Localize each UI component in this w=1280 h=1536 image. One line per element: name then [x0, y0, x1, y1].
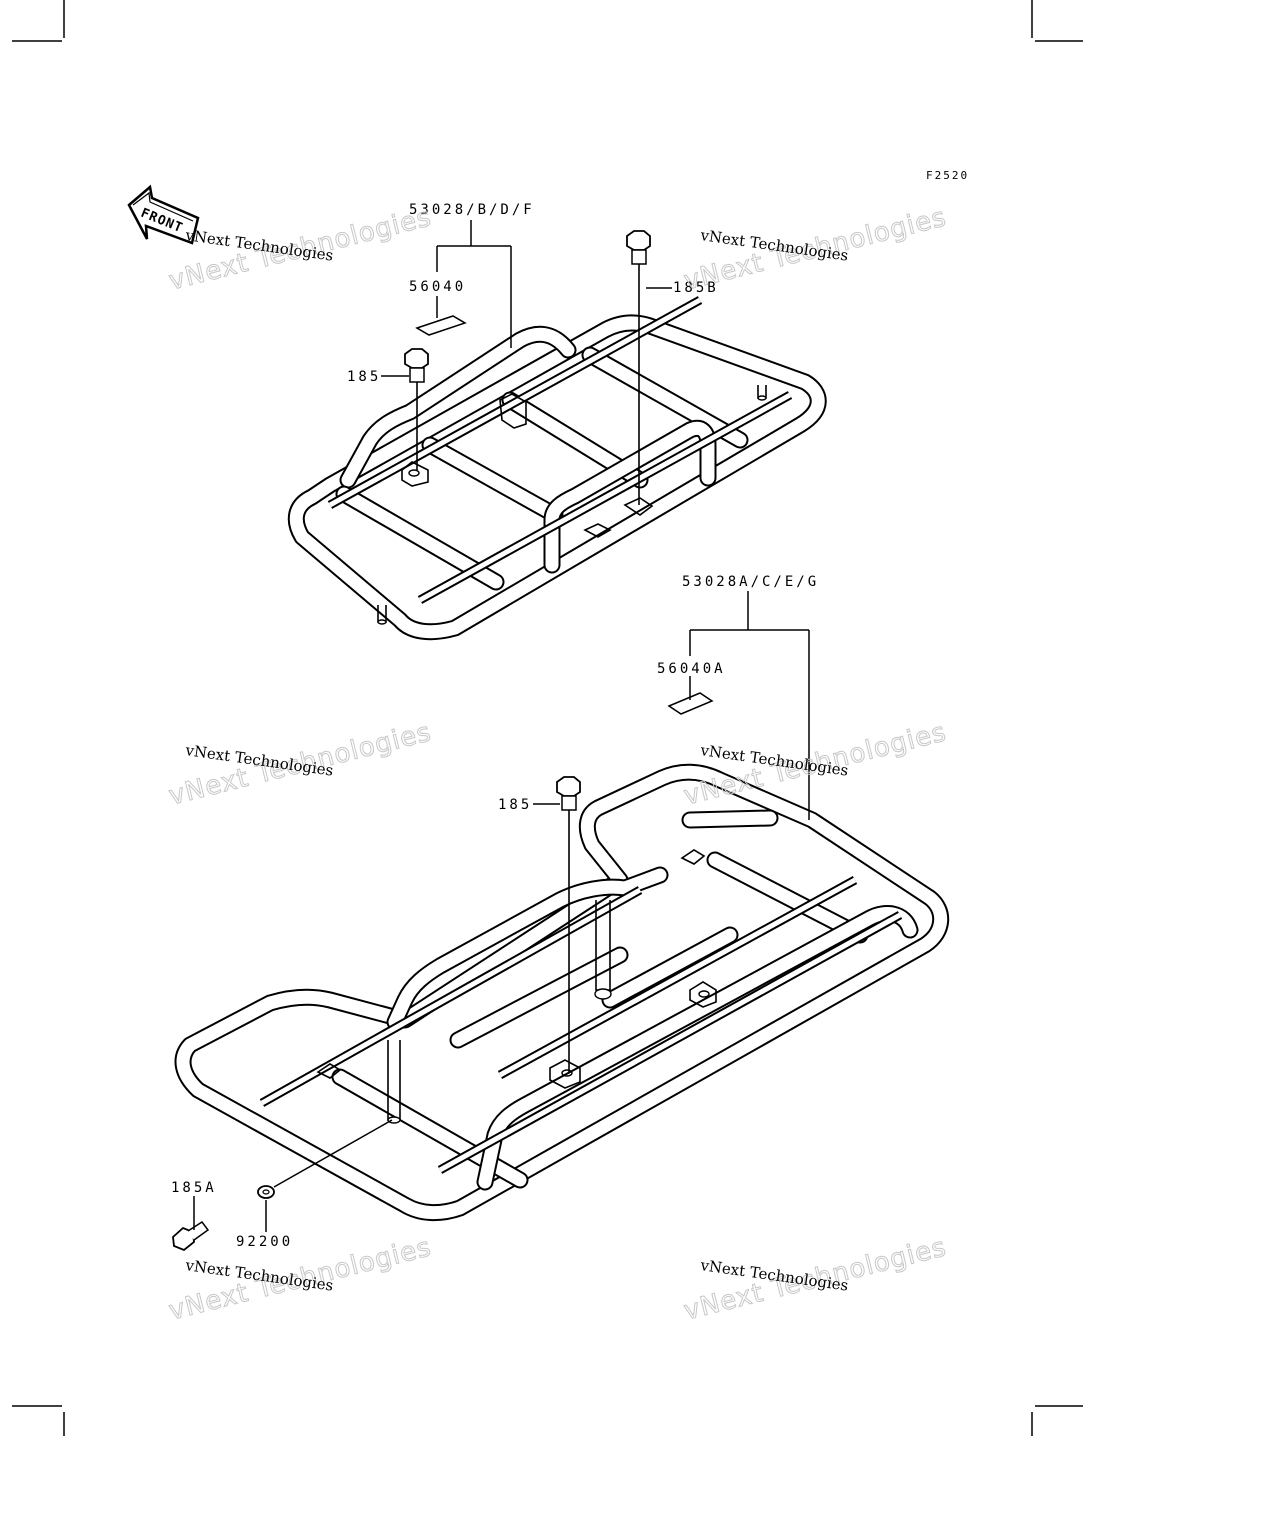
- watermark: vNext Technologies vNext Technologies: [681, 717, 951, 812]
- decal-56040-icon: [415, 315, 467, 336]
- part-label-185-lower: 185: [498, 797, 532, 813]
- watermark: vNext Technologies vNext Technologies: [166, 1232, 436, 1327]
- part-label-92200: 92200: [236, 1234, 293, 1250]
- lower-rack: [174, 763, 950, 1221]
- bolt-185-lower-icon: [556, 776, 581, 1073]
- part-label-185b: 185B: [673, 280, 719, 296]
- part-label-185-upper: 185: [347, 369, 381, 385]
- watermark: vNext Technologies vNext Technologies: [681, 202, 951, 297]
- bolt-185-upper-icon: [404, 348, 429, 470]
- watermark: vNext Technologies vNext Technologies: [166, 202, 436, 297]
- part-label-53028a-c-e-g: 53028A/C/E/G: [682, 574, 819, 590]
- lower-leaders: [193, 591, 810, 1232]
- upper-leaders: [381, 220, 672, 377]
- watermark: vNext Technologies vNext Technologies: [681, 1232, 951, 1327]
- part-label-53028-b-d-f: 53028/B/D/F: [409, 202, 535, 218]
- part-label-56040: 56040: [409, 279, 466, 295]
- diagram-code: F2520: [926, 169, 969, 182]
- part-label-185a: 185A: [171, 1180, 217, 1196]
- watermark: vNext Technologies vNext Technologies: [166, 717, 436, 812]
- bolt-185b-icon: [626, 230, 651, 505]
- front-arrow-icon: FRONT: [127, 184, 200, 245]
- part-label-56040a: 56040A: [657, 661, 726, 677]
- crop-marks: [12, 0, 1083, 1436]
- bolt-185a-icon: [172, 1220, 210, 1252]
- washer-92200-icon: [257, 1119, 393, 1199]
